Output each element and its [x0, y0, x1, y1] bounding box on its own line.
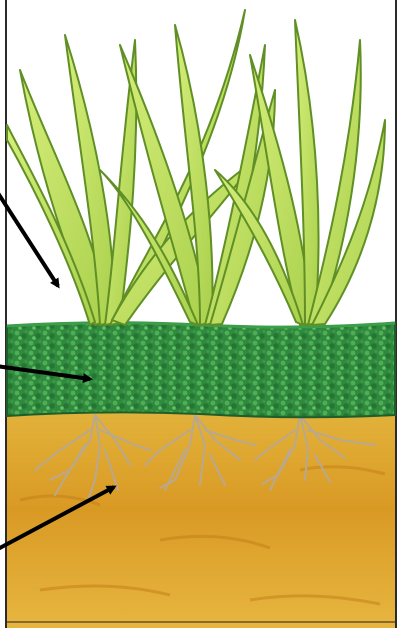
soil-layer	[7, 412, 395, 628]
mulch-layer	[7, 323, 395, 418]
